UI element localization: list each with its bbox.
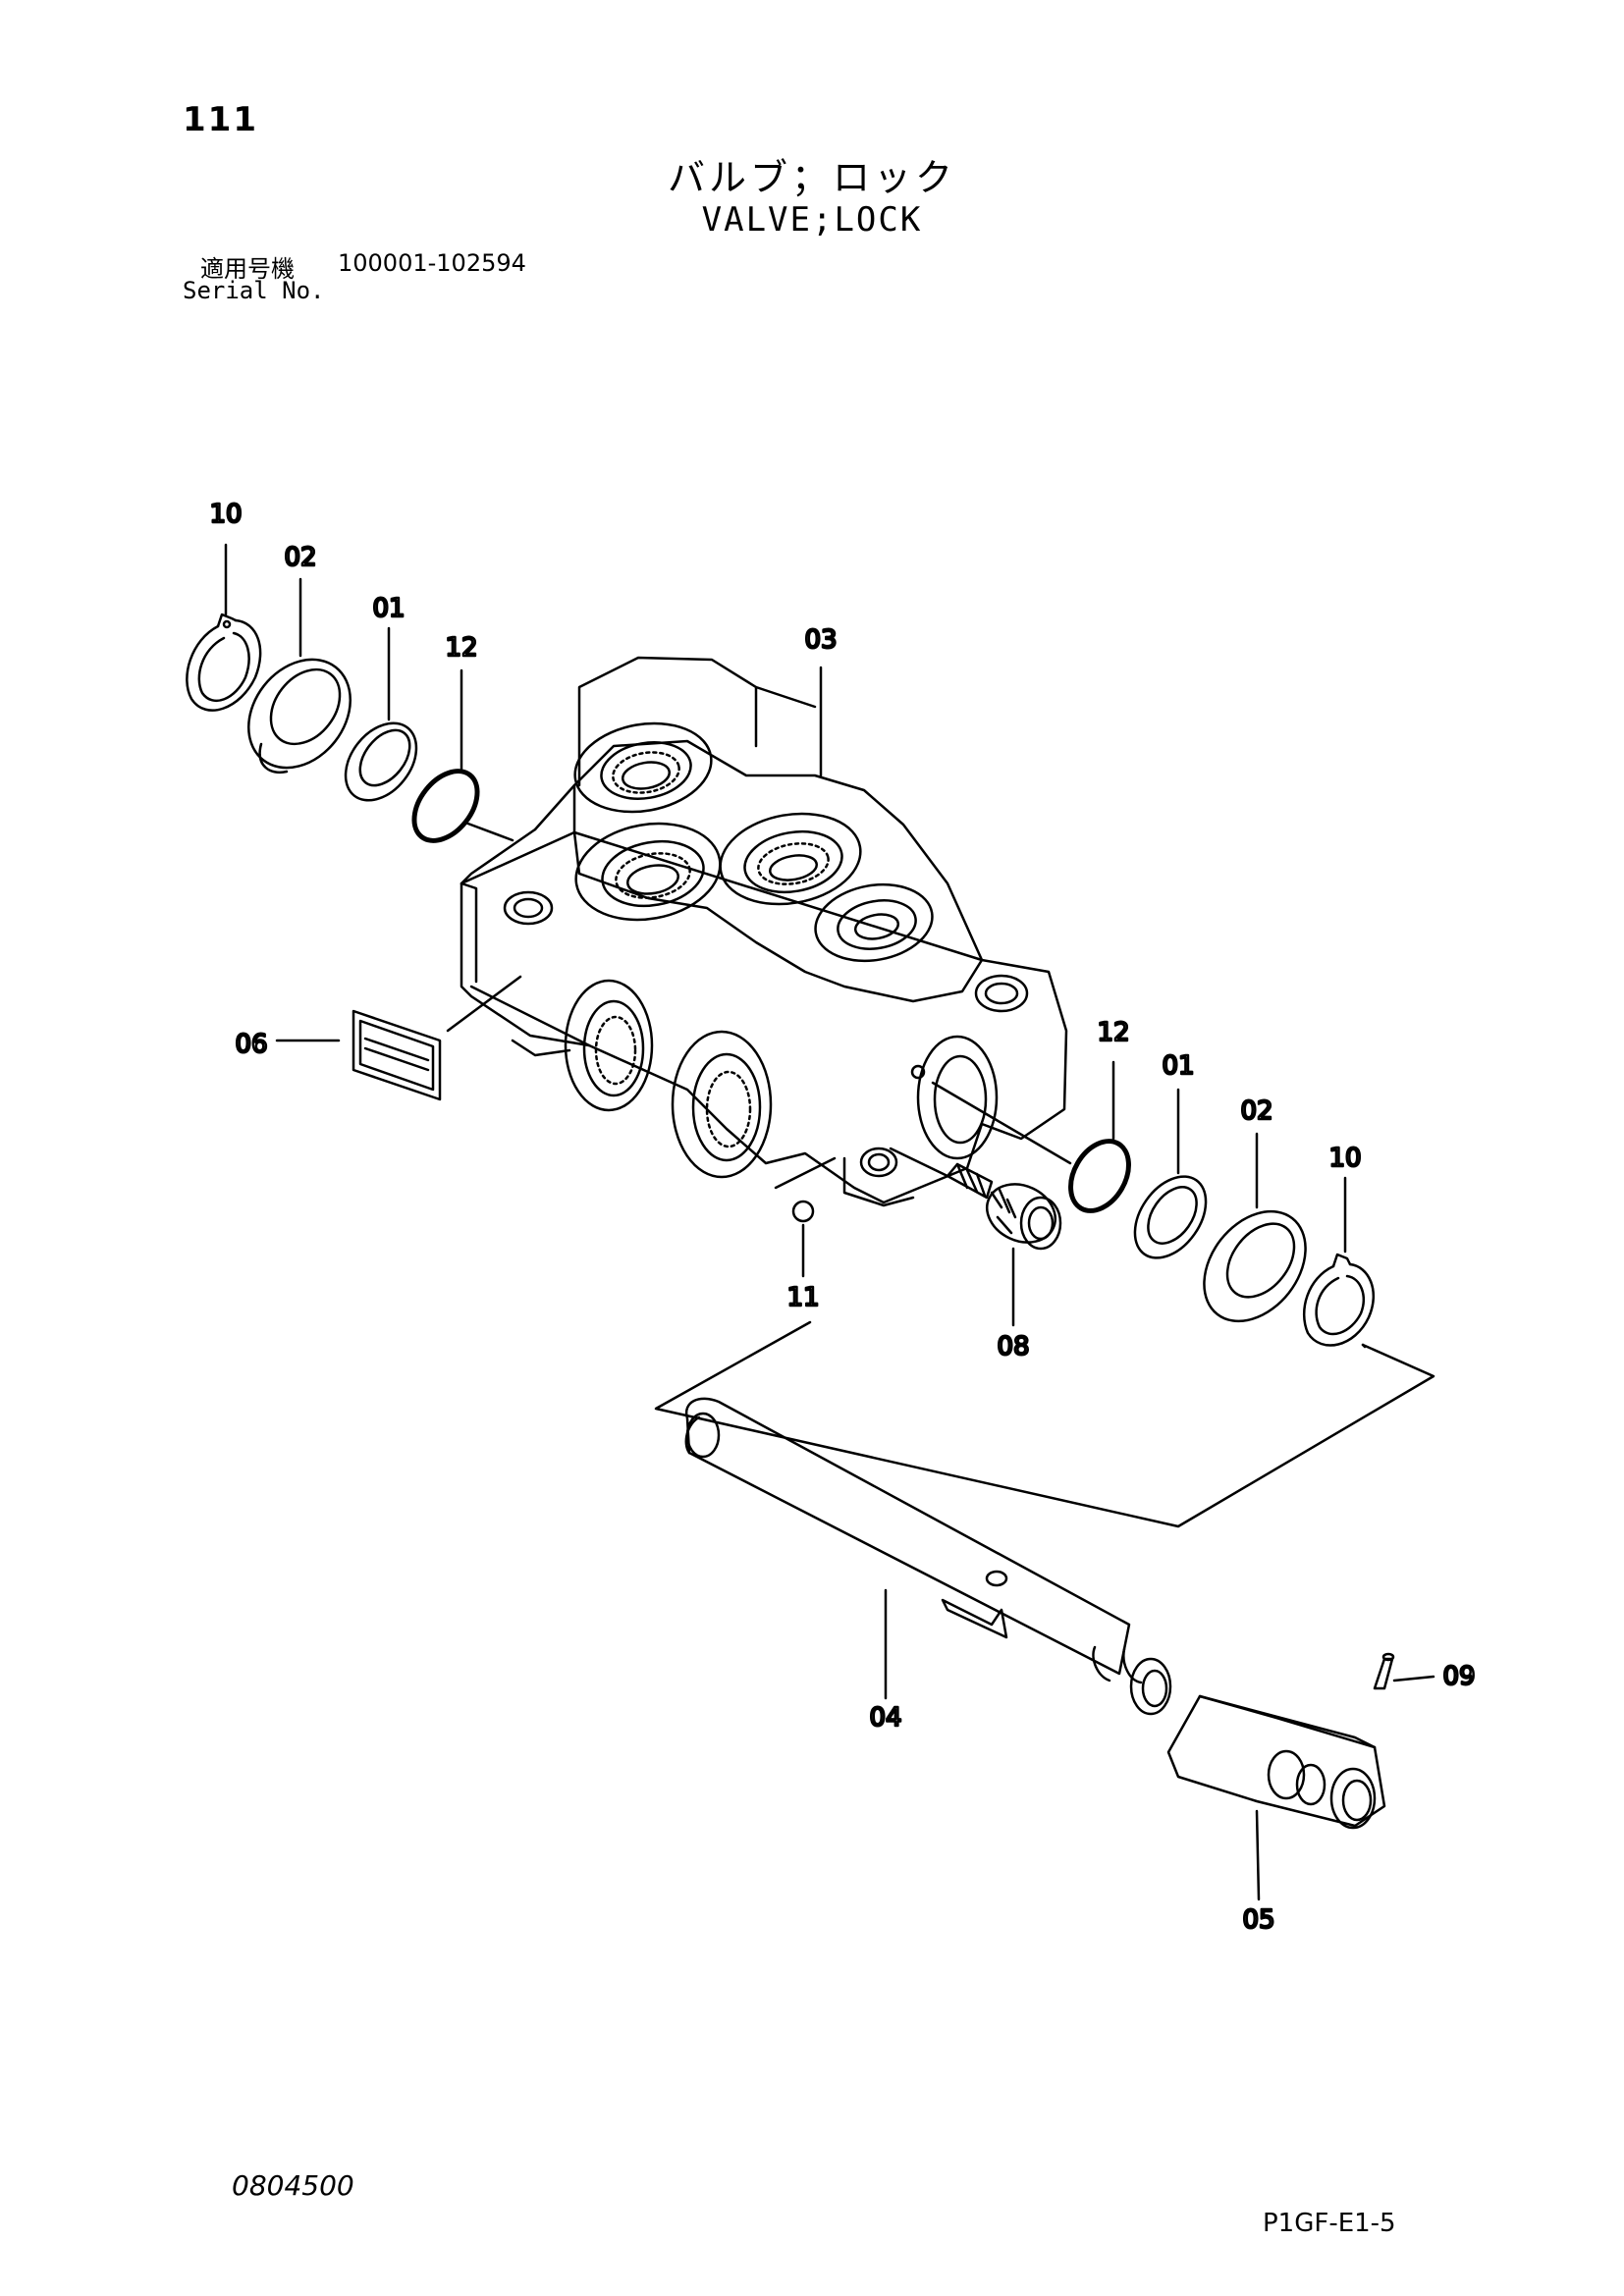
page-number: 111	[183, 100, 258, 139]
port-hole-front-1	[564, 979, 654, 1112]
callout-09: 09	[1442, 1662, 1475, 1691]
title-english: VALVE;LOCK	[701, 200, 923, 240]
port-hole-front-3	[916, 1035, 999, 1160]
callout-01-left: 01	[372, 594, 405, 623]
valve-body-03	[460, 656, 1068, 1207]
mount-hole-right	[974, 974, 1029, 1013]
o-ring-12-right	[1068, 1139, 1131, 1213]
o-ring-12-left	[411, 769, 480, 843]
callout-05: 05	[1242, 1905, 1274, 1935]
steel-ball-11	[774, 1156, 837, 1278]
callout-10-left: 10	[209, 500, 242, 529]
pin-09	[1373, 1652, 1435, 1690]
drawing-number: 0804500	[232, 2169, 354, 2202]
socket-screw-08	[889, 1147, 1062, 1327]
snap-ring-left	[186, 613, 262, 712]
connector-line-right	[931, 1081, 1072, 1165]
washer-01-right	[1133, 1175, 1208, 1259]
port-hole-front-2	[671, 1030, 773, 1179]
snap-ring-right	[1303, 1253, 1375, 1347]
serial-label-japanese: 適用号機	[200, 255, 295, 283]
callout-02-right: 02	[1240, 1096, 1272, 1126]
spool-04	[684, 1397, 1172, 1716]
serial-label-english: Serial No.	[183, 277, 325, 304]
callout-01-right: 01	[1162, 1051, 1194, 1081]
callout-03: 03	[804, 625, 837, 655]
port-hole-top-3	[719, 812, 862, 906]
port-hole-top-1	[573, 721, 713, 814]
mount-hole-left	[503, 890, 554, 926]
serial-range: 100001-102594	[338, 249, 526, 277]
callout-04: 04	[869, 1703, 901, 1733]
title-japanese: バルブ；ロック	[667, 156, 956, 199]
page-code: P1GF-E1-5	[1263, 2209, 1396, 2238]
callout-11: 11	[786, 1283, 819, 1312]
leader-lines	[224, 543, 1347, 1254]
spool-assembly-connector	[654, 1320, 1435, 1528]
callout-10-right: 10	[1328, 1144, 1361, 1173]
nameplate-06	[352, 975, 522, 1101]
callout-08: 08	[997, 1332, 1029, 1362]
port-hole-top-4	[814, 882, 934, 963]
callout-06: 06	[235, 1030, 267, 1059]
connector-line-left	[463, 821, 514, 842]
washer-02-left	[246, 658, 352, 774]
callout-02-left: 02	[284, 543, 316, 572]
washer-02-right	[1203, 1209, 1307, 1323]
washer-01-left	[344, 721, 418, 802]
callout-12-left: 12	[445, 633, 477, 663]
callout-12-right: 12	[1097, 1018, 1129, 1047]
lever-05	[1166, 1694, 1386, 1901]
port-hole-top-2	[574, 822, 722, 922]
